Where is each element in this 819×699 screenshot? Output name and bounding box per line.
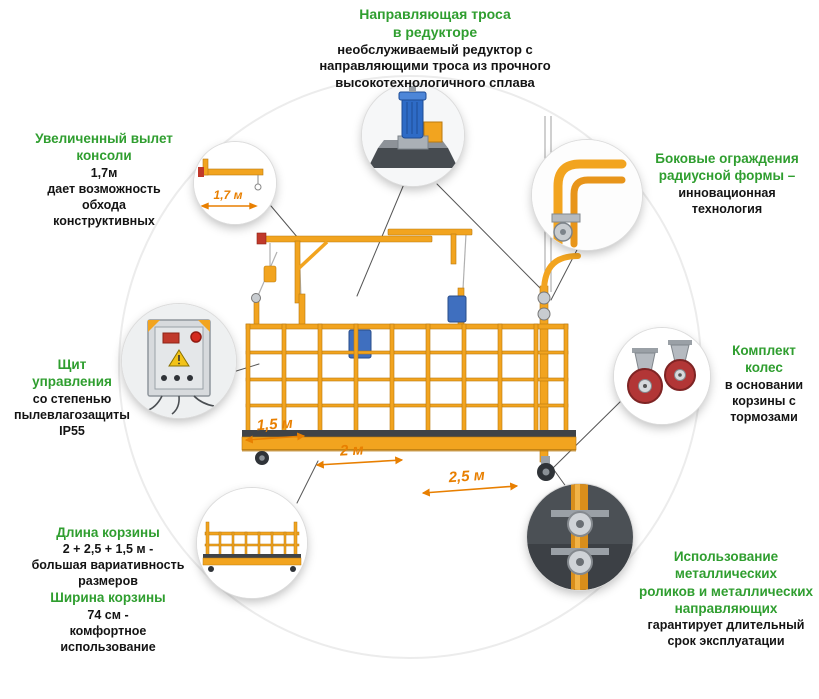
dimension-console: 1,7 м — [214, 188, 243, 202]
radius-guard-icon — [532, 140, 642, 250]
caster-rear — [664, 340, 696, 391]
roof-davits — [256, 228, 473, 304]
callout-circle-wheels — [614, 328, 710, 424]
basket-width-body: 74 см - комфортное использование — [60, 607, 156, 654]
dimension-middle: 2 м — [339, 441, 364, 459]
rollers-heading: Использование металлических роликов и ме… — [638, 549, 814, 616]
console-body: дает возможность обхода конструктивных — [47, 181, 161, 228]
callout-text-reducer: Направляющая троса в редукторе необслужи… — [293, 6, 577, 92]
caster-front — [627, 348, 663, 404]
metal-rollers-icon — [527, 484, 633, 590]
reducer-heading: Направляющая троса в редукторе — [359, 6, 511, 40]
basket-width-heading: Ширина корзины — [50, 590, 166, 606]
railing — [245, 323, 569, 437]
caster-wheels-icon — [614, 328, 710, 424]
console-heading: Увеличенный вылет консоли — [35, 131, 173, 164]
wheels-body: в основании корзины с тормозами — [724, 377, 804, 424]
callout-text-wheels: Комплект колес в основании корзины с тор… — [714, 342, 814, 425]
basket-length-body: 2 + 2,5 + 1,5 м - большая вариативность … — [31, 542, 185, 589]
control-cabinet-icon — [122, 304, 236, 418]
rollers-body: гарантирует длительный срок эксплуатации — [647, 618, 805, 649]
side-guard-body: инновационная технология — [678, 185, 776, 216]
callout-circle-reducer — [362, 84, 464, 186]
deck-floor — [242, 430, 576, 437]
callout-text-rollers: Использование металлических роликов и ме… — [634, 548, 818, 649]
wheels-heading: Комплект колес — [732, 343, 796, 376]
callout-text-control-panel: Щит управления со степенью пылевлагозащи… — [4, 356, 140, 439]
control-panel-body: со степенью пылевлагозащиты IP55 — [14, 391, 130, 438]
dimension-left: 1,5 м — [256, 415, 293, 434]
callout-text-side-guard: Боковые ограждения радиусной формы – инн… — [642, 150, 812, 217]
suspended-platform — [241, 253, 581, 481]
basket-mini-icon — [197, 488, 307, 598]
dimension-right: 2,5 м — [447, 467, 485, 487]
callout-circle-console: 1,7 м — [194, 142, 276, 224]
callout-text-console: Увеличенный вылет консоли 1,7м дает возм… — [18, 130, 190, 229]
callout-circle-basket — [197, 488, 307, 598]
reducer-motor-icon — [362, 84, 464, 186]
callout-circle-control-panel — [122, 304, 236, 418]
callout-circle-side-guard — [532, 140, 642, 250]
control-panel-heading: Щит управления — [32, 357, 112, 390]
console-value: 1,7м — [90, 165, 118, 180]
dimension-labels: 1,5 м 2 м 2,5 м — [244, 415, 519, 497]
hoist-motor — [447, 295, 467, 323]
callout-circle-rollers — [527, 484, 633, 590]
side-guard-heading: Боковые ограждения радиусной формы – — [655, 151, 799, 184]
reducer-body: необслуживаемый редуктор с направляющими… — [319, 41, 551, 91]
callout-text-basket: Длина корзины 2 + 2,5 + 1,5 м - большая … — [12, 524, 204, 655]
basket-length-heading: Длина корзины — [56, 525, 160, 540]
toe-board — [241, 436, 577, 451]
console-arm-icon: 1,7 м — [194, 142, 276, 224]
